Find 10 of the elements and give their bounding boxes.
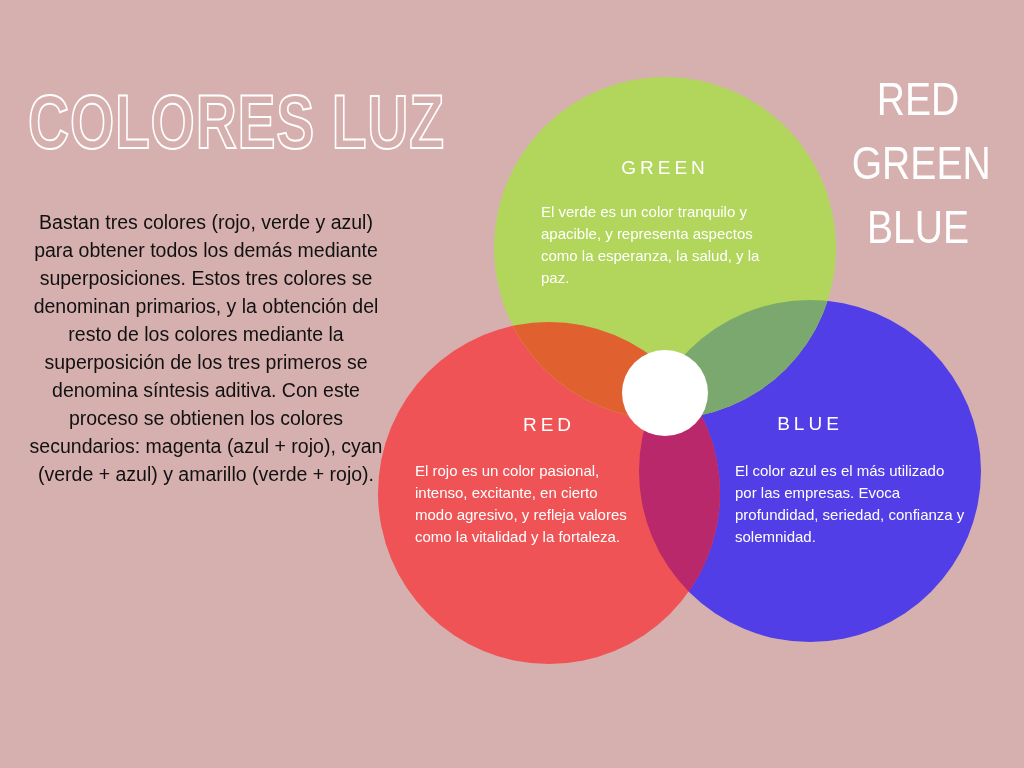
circle-heading: GREEN [620, 157, 710, 179]
circle-description: El verde es un color tranquilo y apacible, y representa aspectos como la esperanza, la salud, y la paz. [541, 202, 761, 288]
color-name: BLUE [865, 204, 971, 250]
description-paragraph: Bastan tres colores (rojo, verde y azul) para obtener todos los demás mediante superposiciones. Estos tres colores se denominan primarios, y la obtención del resto de los colores mediante la superposición de los tres primeros se denomina síntesis aditiva. Con este proceso se obtienen los colores secundarios: magenta (azul + rojo), cyan (verde + azul) y amarillo (verde + rojo). [28, 210, 384, 487]
circle-description: El rojo es un color pasional, intenso, excitante, en cierto modo agresivo, y refleja valores como la vitalidad y la fortaleza. [415, 461, 628, 547]
circle-heading: BLUE [776, 413, 844, 435]
title-text: COLORES LUZ [28, 78, 445, 165]
color-name: RED [875, 76, 961, 122]
circle-description: El color azul es el más utilizado por las empresas. Evoca profundidad, seriedad, confianza y solemnidad. [735, 461, 966, 547]
circle-heading: RED [521, 414, 577, 436]
